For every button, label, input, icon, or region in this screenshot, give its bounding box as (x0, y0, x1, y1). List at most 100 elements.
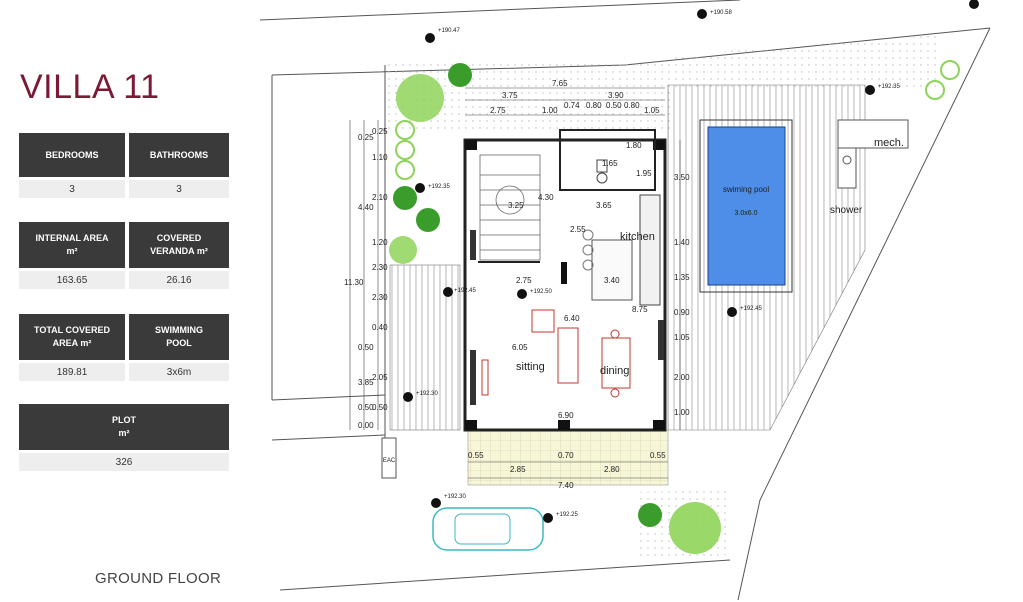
dining-label: dining (600, 365, 629, 377)
level-text: +190.58 (710, 10, 733, 16)
dim-text: 0.40 (372, 323, 388, 332)
swimming-pool (707, 126, 786, 286)
dim-text: 2.55 (570, 225, 586, 234)
dim-text: 0.00 (358, 421, 374, 430)
dim-text: 3.85 (358, 378, 374, 387)
eac-label: EAC (383, 458, 396, 464)
dim-text: 3.65 (596, 201, 612, 210)
dim-text: 2.85 (510, 465, 526, 474)
swimming-pool-value: 3x6m (129, 363, 229, 381)
hedge-icon (940, 60, 960, 80)
palm-icon (638, 503, 662, 527)
dim-text: 1.65 (602, 159, 618, 168)
dim-text: 4.40 (358, 203, 374, 212)
level-marker-icon (969, 0, 979, 9)
level-text: +192.30 (444, 494, 467, 500)
dim-text: 4.30 (538, 193, 554, 202)
level-marker-icon (543, 513, 553, 523)
stool-icon (582, 229, 594, 241)
dim-text: 0.25 (372, 127, 388, 136)
dim-text: 3.75 (502, 91, 518, 100)
dim-text: 2.00 (674, 373, 690, 382)
covered-veranda-value: 26.16 (129, 271, 229, 289)
plot-label: PLOT m² (19, 404, 229, 450)
internal-area-value: 163.65 (19, 271, 125, 289)
level-marker-icon (431, 498, 441, 508)
level-text: +192.45 (740, 306, 763, 312)
dim-text: 1.35 (674, 273, 690, 282)
level-text: +190.47 (438, 28, 461, 34)
stool-icon (582, 259, 594, 271)
bedrooms-label: BEDROOMS (19, 133, 125, 177)
dim-text: 6.90 (558, 411, 574, 420)
bathrooms-value: 3 (129, 180, 229, 198)
shower-stall (837, 147, 857, 189)
dim-text: 2.05 (372, 373, 388, 382)
dim-text: 8.75 (632, 305, 648, 314)
mech-room (837, 119, 909, 149)
car-icon (432, 507, 544, 551)
dim-text: 6.40 (564, 314, 580, 323)
plot-value: 326 (19, 453, 229, 471)
mech-label: mech. (874, 137, 904, 149)
dim-text: 1.20 (372, 238, 388, 247)
eac-box (381, 437, 397, 479)
dim-text: 1.00 (542, 106, 558, 115)
bedrooms-value: 3 (19, 180, 125, 198)
tree-icon (669, 502, 721, 554)
sofa-set (481, 309, 579, 396)
dim-text: 2.10 (372, 193, 388, 202)
dim-text: 0.80 (586, 101, 602, 110)
wc-icon (596, 159, 608, 173)
dim-text: 0.74 (564, 101, 580, 110)
dim-text: 1.00 (674, 408, 690, 417)
dim-text: 7.40 (558, 481, 574, 490)
hedge-icon (395, 140, 415, 160)
dim-text: 2.75 (516, 276, 532, 285)
dim-text: 3.50 (674, 173, 690, 182)
dim-text: 0.50 (358, 403, 374, 412)
level-marker-icon (517, 289, 527, 299)
dim-text: 3.90 (608, 91, 624, 100)
level-marker-icon (697, 9, 707, 19)
dim-text: 0.50 (358, 343, 374, 352)
kitchen-island (591, 239, 633, 301)
garden-top-right (670, 35, 940, 92)
trees (389, 60, 960, 554)
floor-label: GROUND FLOOR (95, 570, 222, 587)
palm-icon (393, 186, 417, 210)
villa-title: VILLA 11 (20, 68, 160, 106)
dim-text: 2.80 (604, 465, 620, 474)
level-text: +192.35 (428, 184, 451, 190)
kitchen-label: kitchen (620, 231, 655, 243)
level-marker-icon (727, 307, 737, 317)
level-marker-icon (403, 392, 413, 402)
dim-text: 0.70 (558, 451, 574, 460)
dim-text: 0.80 (624, 101, 640, 110)
dim-text: 0.50 (372, 403, 388, 412)
dim-text: 1.95 (636, 169, 652, 178)
dim-text: 6.05 (512, 343, 528, 352)
dimension-lines (349, 87, 681, 479)
shower-head-icon (842, 155, 852, 165)
level-text: +192.50 (530, 289, 553, 295)
kitchen-counter (639, 194, 661, 306)
dim-text: 2.30 (372, 263, 388, 272)
internal-area-label: INTERNAL AREA m² (19, 222, 125, 268)
palm-icon (448, 63, 472, 87)
level-marker-icon (865, 85, 875, 95)
dim-text: 11.30 (344, 278, 364, 287)
dim-text: 1.40 (674, 238, 690, 247)
level-marker-icon (415, 183, 425, 193)
staircase (479, 154, 541, 261)
level-marker-icon (443, 287, 453, 297)
dim-text: 3.40 (604, 276, 620, 285)
dim-text: 0.55 (650, 451, 666, 460)
level-text: +192.45 (454, 288, 477, 294)
dim-text: 2.75 (490, 106, 506, 115)
dim-text: 0.90 (674, 308, 690, 317)
swimming-pool-label: SWIMMING POOL (129, 314, 229, 360)
dim-text: 0.50 (606, 101, 622, 110)
level-marker-icon (425, 33, 435, 43)
hedge-icon (925, 80, 945, 100)
